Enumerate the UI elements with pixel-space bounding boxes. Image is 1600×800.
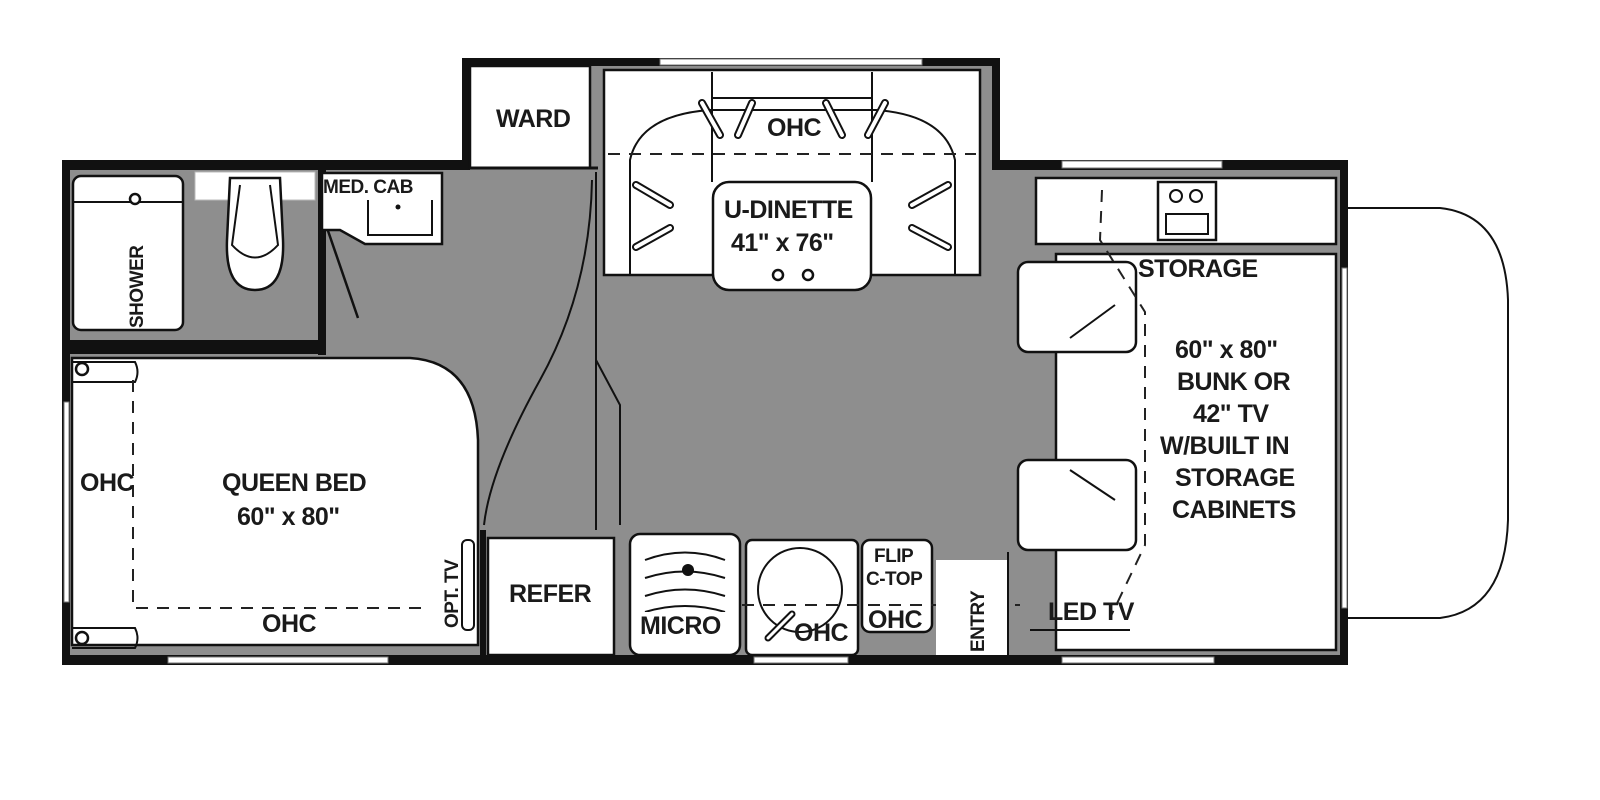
opt-tv-label: OPT. TV [442, 559, 463, 628]
windows [63, 58, 1348, 664]
toilet-icon [225, 176, 285, 292]
ward-label: WARD [496, 105, 570, 133]
storage-top-label: STORAGE [1138, 255, 1258, 283]
bath-door [324, 224, 360, 319]
wardrobe: WARD [468, 64, 598, 170]
front-seat-1 [1016, 260, 1138, 354]
refrigerator [486, 536, 616, 657]
bunk-label-2: BUNK OR [1177, 368, 1291, 396]
hall-doors [483, 172, 621, 530]
shower-stall [71, 174, 185, 332]
sink-icon [757, 547, 843, 633]
bunk-label-6: CABINETS [1172, 496, 1296, 524]
bed-ohc-left-label: OHC [80, 469, 135, 497]
medicine-cabinet [320, 171, 444, 246]
shower-drain-icon [128, 192, 142, 206]
stove-icon [1156, 180, 1218, 242]
bunk-label-3: 42" TV [1193, 400, 1269, 428]
bed-name-label: QUEEN BED [222, 469, 366, 497]
shower-label: SHOWER [127, 245, 148, 328]
u-dinette: OHC U-DINETTE 41" x 76" [602, 68, 982, 292]
dinette-ohc-label: OHC [767, 114, 822, 142]
entry: ENTRY [936, 552, 1009, 655]
med-cab-label: MED. CAB [323, 177, 413, 198]
dinette-table [711, 180, 873, 292]
flip-cooktop [860, 538, 934, 634]
bathroom: SHOWER MED. CAB [70, 170, 444, 355]
burner-grate-icon [644, 551, 726, 613]
dinette-name-label: U-DINETTE [724, 196, 853, 224]
bed-ohc-bottom-label: OHC [262, 610, 317, 638]
galley: REFER MICRO OHC FLIP C-TOP OHC [480, 530, 1020, 660]
refer-label: REFER [509, 580, 592, 608]
cab-outline [1348, 207, 1509, 619]
led-tv-label: LED TV [1048, 598, 1135, 626]
queen-bed: OHC QUEEN BED 60" x 80" OHC OPT. TV [70, 356, 480, 649]
front-seat-2 [1016, 458, 1138, 552]
opt-tv-icon [461, 539, 475, 631]
cabover-area: STORAGE 60" x 80" BUNK OR 42" TV W/BUILT… [1016, 176, 1338, 652]
dinette-size-label: 41" x 76" [731, 229, 834, 257]
entry-label: ENTRY [968, 590, 989, 652]
flip-ohc-label: OHC [868, 606, 923, 634]
flip-label-2: C-TOP [866, 569, 923, 590]
bunk-label-5: STORAGE [1175, 464, 1295, 492]
bunk-label-4: W/BUILT IN [1160, 432, 1289, 460]
galley-ohc-label: OHC [794, 619, 849, 647]
bunk-label-1: 60" x 80" [1175, 336, 1278, 364]
micro-label: MICRO [640, 612, 721, 640]
bed-size-label: 60" x 80" [237, 503, 340, 531]
sink-counter [744, 538, 860, 657]
flip-label-1: FLIP [874, 546, 914, 567]
